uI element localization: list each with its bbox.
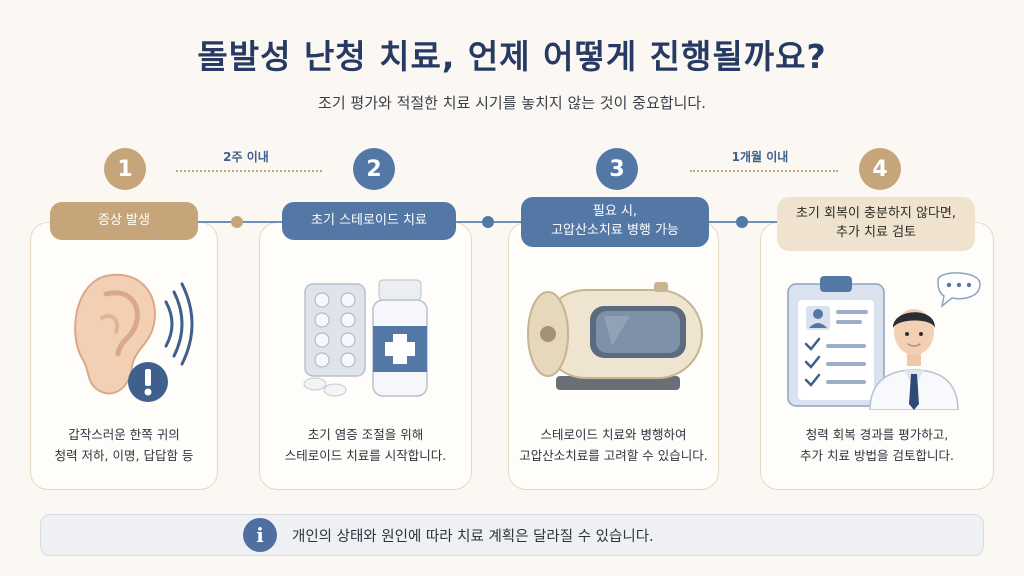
step-1-number: 1 bbox=[104, 148, 146, 190]
step-4-label: 초기 회복이 충분하지 않다면, 추가 치료 검토 bbox=[777, 197, 975, 251]
step-4-label-line-1: 초기 회복이 충분하지 않다면, bbox=[795, 206, 957, 222]
duration-dotted-line-1 bbox=[176, 170, 322, 172]
step-2-number: 2 bbox=[353, 148, 395, 190]
note-text: 개인의 상태와 원인에 따라 치료 계획은 달라질 수 있습니다. bbox=[292, 529, 654, 545]
duration-label-2: 1개월 이내 bbox=[731, 150, 789, 164]
duration-label-1: 2주 이내 bbox=[223, 150, 269, 164]
step-3-label-line-2: 고압산소치료 병행 가능 bbox=[551, 223, 679, 238]
timeline-dot-2 bbox=[482, 216, 494, 228]
step-4-desc-line-1: 청력 회복 경과를 평가하고, bbox=[805, 427, 949, 442]
step-3-label: 필요 시, 고압산소치료 병행 가능 bbox=[521, 197, 709, 247]
step-2-label: 초기 스테로이드 치료 bbox=[282, 202, 456, 240]
step-2-description: 초기 염증 조절을 위해 스테로이드 치료를 시작합니다. bbox=[259, 424, 472, 467]
step-1-description: 갑작스러운 한쪽 귀의 청력 저하, 이명, 답답함 등 bbox=[30, 424, 218, 467]
step-2-desc-line-2: 스테로이드 치료를 시작합니다. bbox=[284, 448, 447, 464]
step-2-label-line-1: 초기 스테로이드 치료 bbox=[311, 212, 427, 228]
step-3-description: 스테로이드 치료와 병행하여 고압산소치료를 고려할 수 있습니다. bbox=[508, 424, 719, 467]
pills-and-bottle-icon bbox=[303, 279, 428, 397]
step-3-desc-line-1: 스테로이드 치료와 병행하여 bbox=[540, 427, 687, 442]
hyperbaric-chamber-icon bbox=[527, 282, 703, 390]
step-4-desc-line-2: 추가 치료 방법을 검토합니다. bbox=[800, 448, 954, 464]
timeline-dot-3 bbox=[736, 216, 748, 228]
step-3-label-line-1: 필요 시, bbox=[592, 204, 638, 220]
timeline-dot-1 bbox=[231, 216, 243, 228]
step-3-number: 3 bbox=[596, 148, 638, 190]
step-4-number: 4 bbox=[859, 148, 901, 190]
step-1-desc-line-1: 갑작스러운 한쪽 귀의 bbox=[68, 427, 180, 442]
step-1-label: 증상 발생 bbox=[50, 202, 198, 240]
step-4-label-line-2: 추가 치료 검토 bbox=[835, 225, 917, 240]
info-icon: i bbox=[243, 518, 277, 552]
page-title: 돌발성 난청 치료, 언제 어떻게 진행될까요? bbox=[197, 37, 827, 76]
step-4-description: 청력 회복 경과를 평가하고, 추가 치료 방법을 검토합니다. bbox=[760, 424, 994, 467]
timeline-connector-1 bbox=[198, 221, 308, 223]
ear-with-alert-icon bbox=[74, 273, 194, 402]
step-2-desc-line-1: 초기 염증 조절을 위해 bbox=[307, 427, 424, 442]
timeline-connector-3 bbox=[709, 221, 789, 223]
doctor-with-clipboard-icon bbox=[787, 272, 981, 410]
page-subtitle: 조기 평가와 적절한 치료 시기를 놓치지 않는 것이 중요합니다. bbox=[318, 94, 706, 112]
duration-dotted-line-2 bbox=[690, 170, 838, 172]
note-bar bbox=[40, 514, 984, 556]
step-3-desc-line-2: 고압산소치료를 고려할 수 있습니다. bbox=[519, 448, 708, 464]
step-1-label-line-1: 증상 발생 bbox=[98, 212, 150, 228]
step-1-desc-line-2: 청력 저하, 이명, 답답함 등 bbox=[54, 448, 194, 464]
